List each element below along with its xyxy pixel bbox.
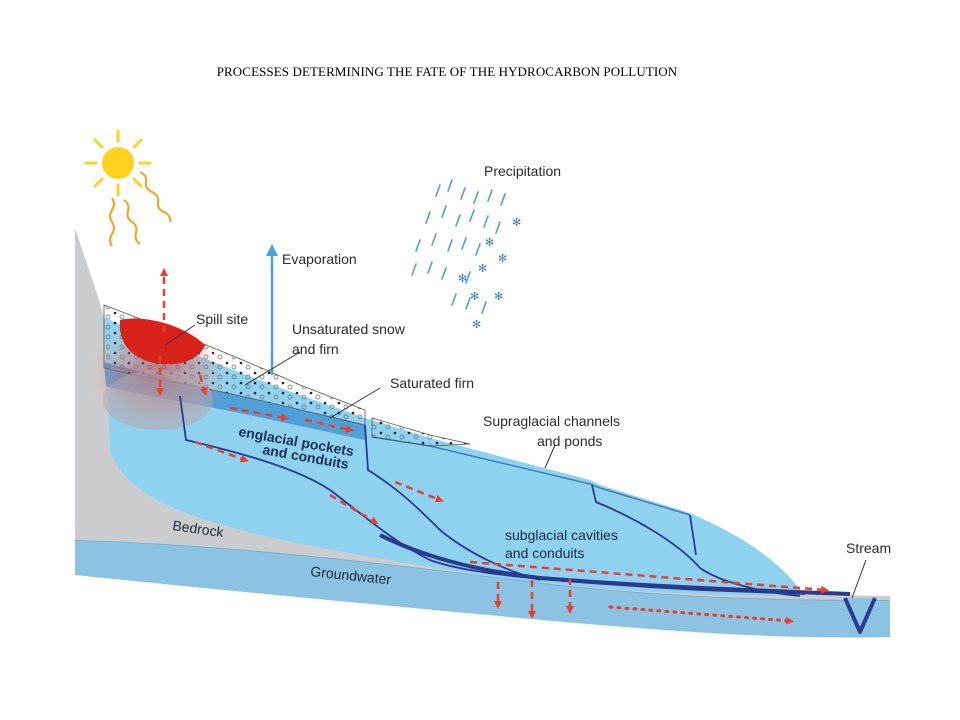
supraglacial-label-2: and ponds xyxy=(537,433,602,449)
spill-core xyxy=(119,318,205,365)
precipitation-label: Precipitation xyxy=(484,163,561,179)
svg-text:✻: ✻ xyxy=(478,262,487,275)
saturated-firn-label: Saturated firn xyxy=(390,375,474,391)
svg-text:✻: ✻ xyxy=(512,216,521,229)
sun-icon xyxy=(84,129,152,197)
solar-radiation xyxy=(109,171,172,247)
svg-text:✻: ✻ xyxy=(485,236,494,249)
bedrock-label: Bedrock xyxy=(172,517,226,540)
subglacial-conduit xyxy=(379,533,851,596)
snowflake-icon: ✻ ✻ ✻ ✻ ✻ ✻ ✻ ✻ xyxy=(458,216,521,331)
stream-label: Stream xyxy=(846,540,891,556)
svg-text:✻: ✻ xyxy=(498,252,507,265)
evaporation-label: Evaporation xyxy=(282,251,357,267)
page-title: PROCESSES DETERMINING THE FATE OF THE HY… xyxy=(216,64,678,79)
groundwater-layer xyxy=(75,540,890,638)
precipitation-rain xyxy=(411,179,506,314)
svg-text:✻: ✻ xyxy=(458,272,467,285)
stream-channel xyxy=(843,597,877,634)
subglacial-label-1: subglacial cavities xyxy=(505,527,618,543)
unsaturated-label-2: and firn xyxy=(292,341,339,357)
pollution-flow-arrows xyxy=(156,356,829,619)
svg-text:✻: ✻ xyxy=(470,290,479,303)
supraglacial-label-1: Supraglacial channels xyxy=(483,413,620,429)
svg-text:✻: ✻ xyxy=(494,290,503,303)
subglacial-label-2: and conduits xyxy=(505,545,584,561)
unsaturated-label-1: Unsaturated snow xyxy=(292,321,406,337)
label-leaders xyxy=(164,324,867,599)
spill-site-label: Spill site xyxy=(196,311,248,327)
svg-text:✻: ✻ xyxy=(472,318,481,331)
groundwater-flow-arrow xyxy=(608,605,794,625)
